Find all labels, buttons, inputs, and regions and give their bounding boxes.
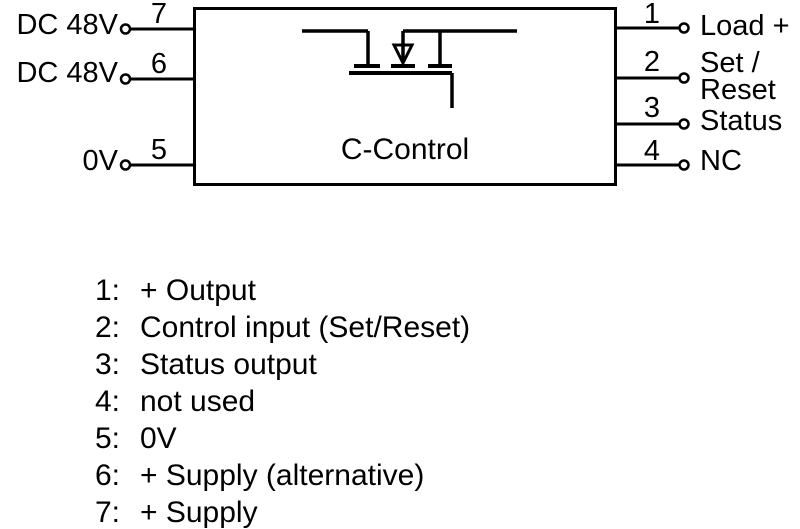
legend-row-2: 2: Control input (Set/Reset) bbox=[95, 309, 470, 346]
legend-desc: Control input (Set/Reset) bbox=[140, 311, 471, 344]
legend-row-5: 5: 0V bbox=[95, 420, 470, 457]
pin-number-1: 1 bbox=[643, 0, 661, 30]
legend-desc: + Output bbox=[140, 274, 256, 307]
right-terminal-label-reset: Reset bbox=[700, 74, 776, 106]
legend-desc: + Supply bbox=[140, 496, 258, 529]
right-terminal-label-set: Set / bbox=[700, 47, 760, 79]
legend-num: 6: bbox=[95, 459, 121, 492]
left-terminal-label-0v: 0V bbox=[82, 145, 118, 177]
c-control-box bbox=[193, 7, 617, 186]
right-terminal-label-status: Status bbox=[700, 105, 783, 137]
pin-legend: 1: + Output 2: Control input (Set/Reset) 3… bbox=[95, 272, 470, 529]
legend-desc: + Supply (alternative) bbox=[140, 459, 425, 492]
left-terminal-label-supply: DC 48V bbox=[16, 9, 118, 41]
pin-number-6: 6 bbox=[150, 48, 168, 80]
right-pin-wires bbox=[616, 26, 679, 167]
legend-num: 5: bbox=[95, 422, 121, 455]
legend-row-3: 3: Status output bbox=[95, 346, 470, 383]
right-terminal-label-nc: NC bbox=[700, 145, 742, 177]
legend-row-1: 1: + Output bbox=[95, 272, 470, 309]
legend-row-7: 7: + Supply bbox=[95, 494, 470, 529]
legend-desc: not used bbox=[140, 385, 256, 418]
left-terminal-label-supply-alt: DC 48V bbox=[16, 57, 118, 89]
legend-num: 1: bbox=[95, 274, 121, 307]
legend-row-4: 4: not used bbox=[95, 383, 470, 420]
pin-number-7: 7 bbox=[150, 0, 168, 30]
right-terminal-label-load: Load + bbox=[700, 10, 790, 42]
legend-desc: Status output bbox=[140, 348, 317, 381]
legend-num: 2: bbox=[95, 311, 121, 344]
pin-number-3: 3 bbox=[643, 92, 661, 124]
legend-num: 4: bbox=[95, 385, 121, 418]
legend-num: 7: bbox=[95, 496, 121, 529]
pin-number-5: 5 bbox=[150, 134, 168, 166]
mosfet-symbol-icon bbox=[302, 29, 517, 108]
legend-desc: 0V bbox=[140, 422, 177, 455]
pin-number-4: 4 bbox=[643, 135, 661, 167]
legend-num: 3: bbox=[95, 348, 121, 381]
terminal-circles bbox=[119, 22, 690, 171]
pin-number-2: 2 bbox=[643, 46, 661, 78]
arrow-down-icon bbox=[391, 43, 415, 67]
left-pin-wires bbox=[131, 27, 194, 167]
block-title: C-Control bbox=[340, 133, 470, 166]
legend-row-6: 6: + Supply (alternative) bbox=[95, 457, 470, 494]
